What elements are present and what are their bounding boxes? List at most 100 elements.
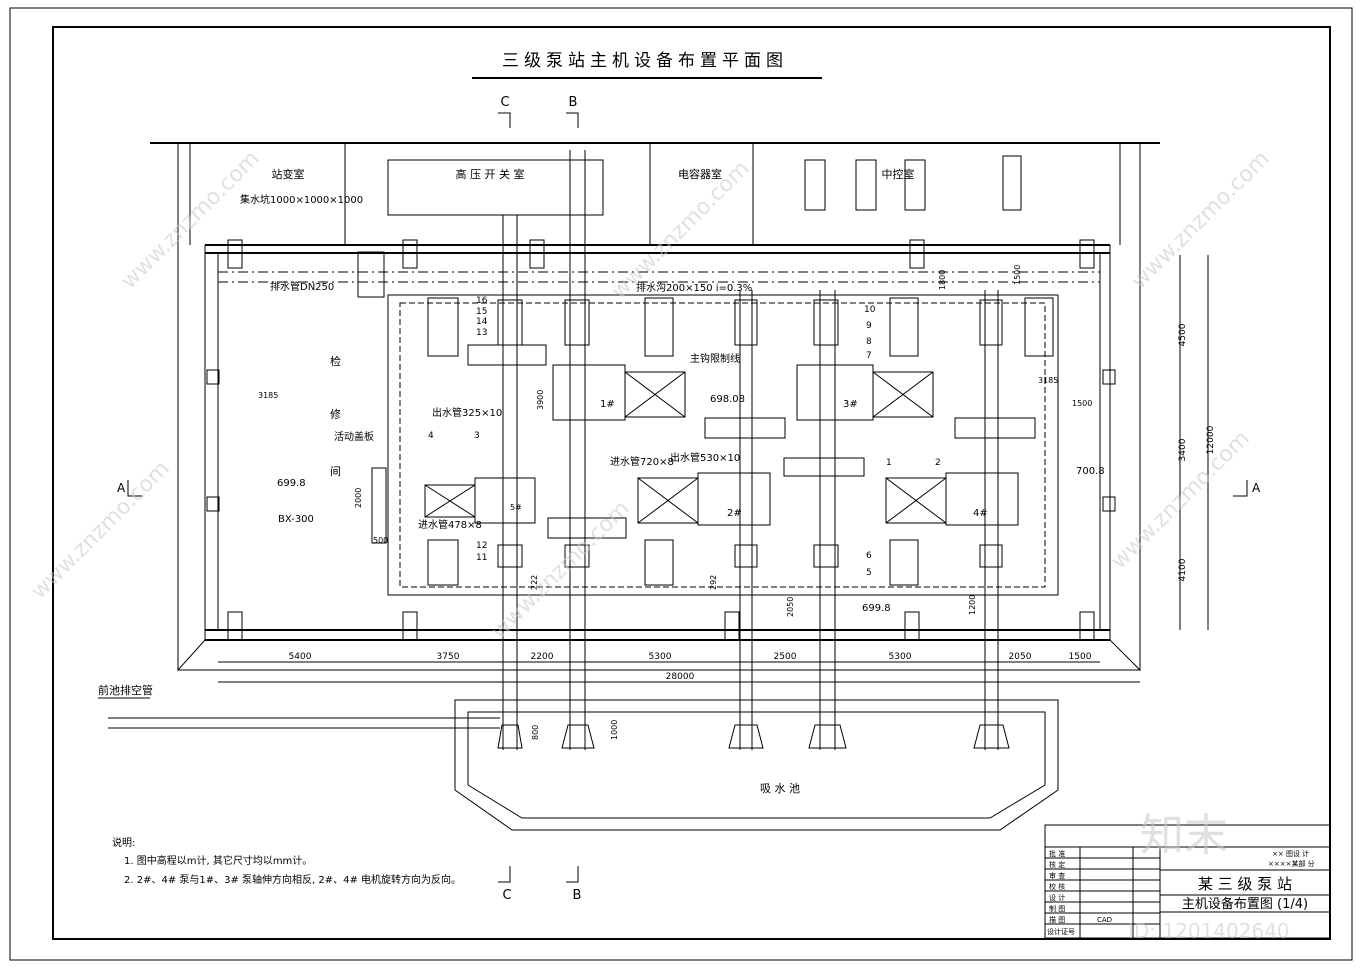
label-main-hook: 主钩限制线 (690, 352, 740, 365)
svg-text:12: 12 (476, 541, 487, 551)
room-capacitor: 电容器室 (678, 167, 722, 181)
svg-text:16: 16 (476, 296, 488, 306)
unit-4: 4# (973, 508, 988, 519)
svg-text:2: 2 (935, 458, 941, 468)
svg-text:3750: 3750 (437, 652, 460, 662)
svg-text:1800: 1800 (938, 270, 947, 290)
label-sump: 集水坑1000×1000×1000 (240, 193, 363, 206)
svg-text:1200: 1200 (968, 595, 977, 615)
valve-groups (467, 299, 1036, 568)
svg-text:审 查: 审 查 (1049, 871, 1065, 880)
unit-1: 1# (600, 399, 615, 410)
svg-text:设计证号: 设计证号 (1047, 927, 1075, 936)
svg-text:1500: 1500 (1013, 265, 1022, 285)
svg-text:10: 10 (864, 305, 876, 315)
label-inlet-720: 进水管720×8 (610, 455, 674, 468)
elev-4: 699.8 (862, 603, 891, 614)
svg-text:3185: 3185 (1038, 376, 1058, 385)
svg-text:4100: 4100 (1178, 558, 1188, 581)
svg-text:3900: 3900 (536, 390, 545, 410)
svg-text:2000: 2000 (354, 488, 363, 508)
notes-heading: 说明: (112, 836, 135, 849)
label-outlet-325: 出水管325×10 (432, 406, 502, 419)
svg-text:www.znzmo.com: www.znzmo.com (27, 456, 175, 604)
svg-text:7: 7 (866, 351, 872, 361)
svg-text:5: 5 (866, 568, 872, 578)
unit-2: 2# (727, 508, 742, 519)
svg-text:15: 15 (476, 307, 487, 317)
svg-text:5400: 5400 (289, 652, 312, 662)
svg-text:5300: 5300 (649, 652, 672, 662)
svg-text:3185: 3185 (258, 391, 278, 400)
notes-line-2: 2. 2#、4# 泵与1#、3# 泵轴伸方向相反, 2#、4# 电机旋转方向为反… (124, 873, 461, 886)
svg-text:11: 11 (476, 553, 487, 563)
label-drain-pipe: 排水管DN250 (270, 280, 334, 293)
label-repair-3: 间 (330, 465, 341, 478)
unit-3: 3# (843, 399, 858, 410)
pump-units (424, 364, 1019, 526)
label-suction-pool: 吸 水 池 (760, 782, 800, 795)
stair-blocks (357, 251, 1054, 586)
pump-floor (387, 294, 1059, 596)
svg-text:800: 800 (531, 725, 540, 740)
bottom-dimensions: 5400 3750 2200 5300 2500 5300 2050 1500 … (289, 652, 1092, 682)
svg-text:2050: 2050 (1009, 652, 1032, 662)
svg-text:8: 8 (866, 337, 872, 347)
label-inlet-478: 进水管478×8 (418, 518, 482, 531)
svg-text:www.znzmo.com: www.znzmo.com (1127, 146, 1275, 294)
svg-text:1: 1 (886, 458, 892, 468)
room-hv-switch: 高 压 开 关 室 (456, 167, 525, 181)
elev-2: 699.8 (277, 478, 306, 489)
svg-text:1500: 1500 (1072, 399, 1092, 408)
svg-text:12000: 12000 (1206, 425, 1216, 454)
svg-text:批 准: 批 准 (1049, 849, 1065, 858)
title-block-project: 某 三 级 泵 站 (1198, 875, 1292, 893)
unit-small: 5# (510, 503, 522, 512)
svg-text:4500: 4500 (1178, 323, 1188, 346)
svg-text:核 定: 核 定 (1049, 860, 1065, 869)
sheet-border (9, 7, 1353, 961)
svg-text:292: 292 (709, 575, 718, 590)
svg-text:制 图: 制 图 (1049, 904, 1065, 913)
notes-line-1: 1. 图中高程以m计, 其它尺寸均以mm计。 (124, 854, 312, 867)
section-mark-c-top: C (500, 95, 509, 110)
svg-text:222: 222 (530, 575, 539, 590)
label-movable-cover: 活动盖板 (334, 430, 374, 443)
section-mark-c-bottom: C (502, 888, 511, 903)
elev-3: 700.8 (1076, 466, 1105, 477)
svg-text:3400: 3400 (1178, 438, 1188, 461)
title-block-org-2: ××××某部 分 (1268, 859, 1315, 868)
title-block-drawing: 主机设备布置图 (1/4) (1182, 896, 1308, 912)
svg-text:描 图: 描 图 (1049, 915, 1065, 924)
svg-text:9: 9 (866, 321, 872, 331)
section-mark-a-left: A (117, 481, 126, 495)
suction-bells (497, 724, 1010, 749)
svg-text:2200: 2200 (531, 652, 554, 662)
elev-1: 698.08 (710, 394, 745, 405)
svg-text:2050: 2050 (786, 597, 795, 617)
right-dimensions: 4500 3400 4100 12000 (1178, 323, 1216, 581)
svg-text:3: 3 (474, 431, 480, 441)
svg-text:校 核: 校 核 (1049, 882, 1065, 891)
columns (206, 239, 1116, 641)
room-control: 中控室 (882, 167, 915, 181)
part-number-labels: 1 2 3 4 5 6 7 8 9 10 11 12 13 14 15 16 (428, 296, 941, 578)
label-forebay-pipe: 前池排空管 (98, 683, 153, 697)
suction-pool (454, 699, 1059, 831)
label-cable: BX-300 (278, 514, 314, 525)
room-station-transformer: 站变室 (272, 167, 305, 181)
section-mark-a-right: A (1252, 481, 1261, 495)
label-drain-ditch: 排水沟200×150 i=0.3% (636, 281, 752, 294)
svg-text:设 计: 设 计 (1049, 893, 1065, 902)
title-block-org-1: ×× 图设 计 (1272, 849, 1309, 858)
pipes (502, 150, 999, 750)
title-block (1044, 824, 1331, 939)
title-block-rows: 批 准 核 定 审 查 校 核 设 计 制 图 描 图 设计证号 CAD (1047, 849, 1112, 936)
svg-text:1500: 1500 (1069, 652, 1092, 662)
label-outlet-530: 出水管530×10 (670, 451, 740, 464)
misc-dimensions: 3185 3185 1500 1800 1500 2000 500 3900 2… (258, 265, 1092, 740)
svg-text:知末: 知末 (1140, 810, 1228, 861)
section-mark-b-bottom: B (573, 888, 582, 903)
drawing-title: 三级泵站主机设备布置平面图 (502, 51, 788, 71)
drawing-frame (52, 26, 1331, 940)
